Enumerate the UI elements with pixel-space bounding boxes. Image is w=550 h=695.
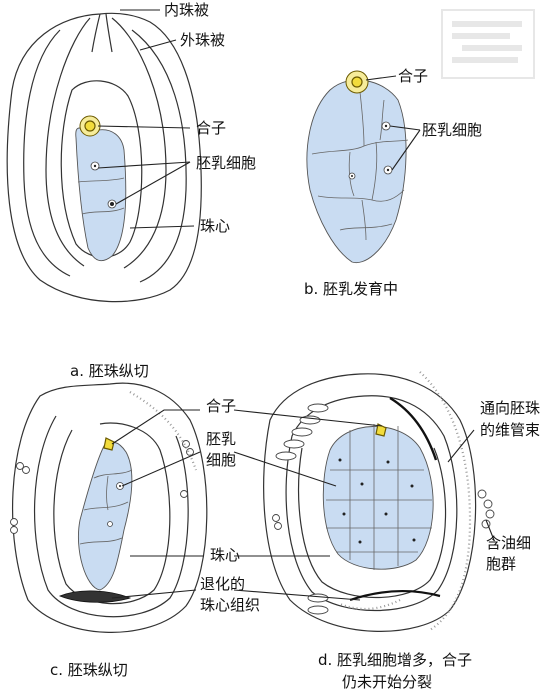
caption-d-2: 仍未开始分裂	[342, 673, 432, 691]
caption-d-1: d. 胚乳细胞增多，合子	[318, 651, 472, 669]
label-d-bundle-1: 通向胚珠	[480, 399, 540, 417]
panel-d-ovule	[233, 371, 495, 632]
label-d-oil-1: 含油细	[486, 534, 531, 552]
label-outer-integument: 外珠被	[180, 31, 225, 49]
label-c-degenerated-2: 珠心组织	[200, 596, 260, 614]
caption-a: a. 胚珠纵切	[70, 362, 149, 380]
label-c-zygote: 合子	[206, 397, 236, 415]
oil-cell-cluster	[272, 403, 495, 615]
label-inner-integument: 内珠被	[164, 1, 209, 19]
panel-a-ovule	[6, 9, 202, 303]
label-c-endosperm-1: 胚乳	[206, 430, 236, 448]
caption-b: b. 胚乳发育中	[304, 280, 398, 298]
label-b-zygote: 合子	[398, 67, 428, 85]
watermark-logo	[441, 9, 535, 79]
label-c-degenerated-1: 退化的	[200, 575, 245, 593]
panel-c-ovule	[10, 382, 208, 633]
panel-b-endosperm	[306, 70, 421, 264]
label-d-oil-2: 胞群	[486, 555, 516, 573]
label-a-zygote: 合子	[196, 119, 226, 137]
label-a-nucellus: 珠心	[200, 217, 230, 235]
caption-c: c. 胚珠纵切	[50, 661, 128, 679]
label-c-nucellus: 珠心	[210, 546, 240, 564]
label-b-endosperm: 胚乳细胞	[422, 121, 482, 139]
label-d-bundle-2: 的维管束	[480, 421, 540, 439]
label-c-endosperm-2: 细胞	[206, 451, 236, 469]
label-a-endosperm: 胚乳细胞	[196, 154, 256, 172]
